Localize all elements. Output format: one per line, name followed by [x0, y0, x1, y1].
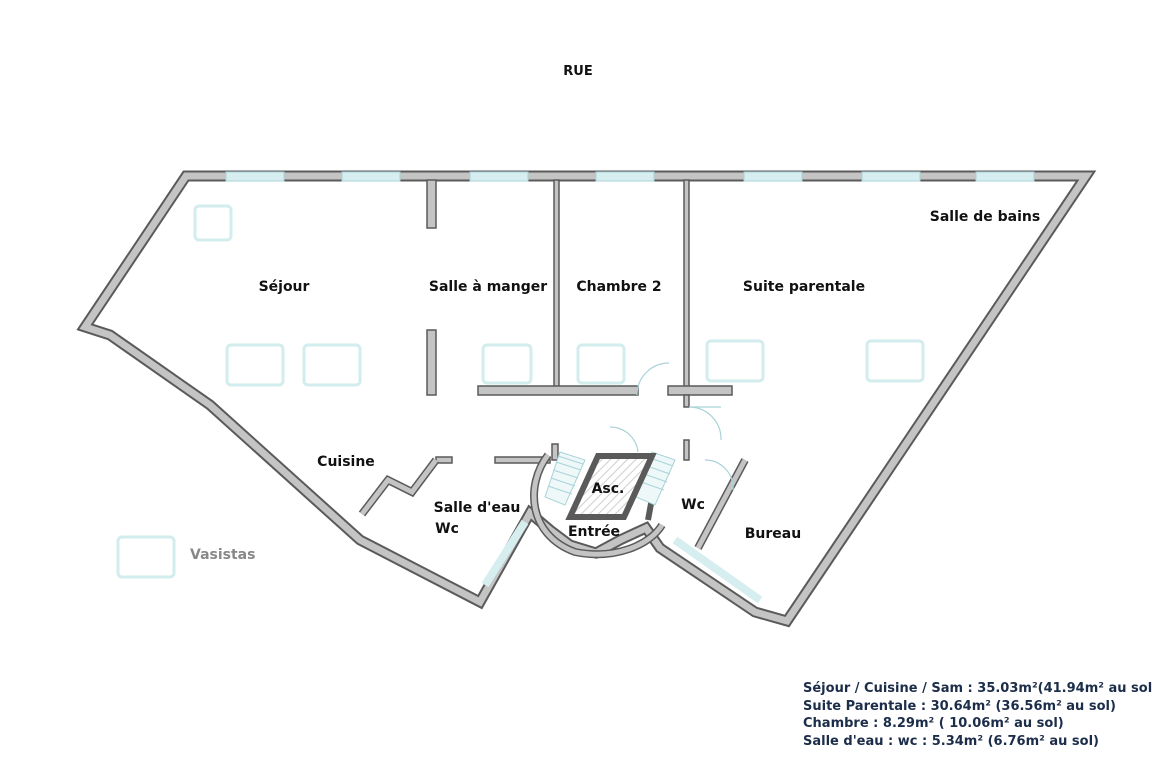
street-label: RUE — [563, 64, 592, 79]
stairs — [544, 451, 676, 506]
room-entree: Entrée — [568, 524, 620, 540]
area-line-chambre: Chambre : 8.29m² ( 10.06m² au sol) — [803, 716, 1064, 731]
area-summary: Séjour / Cuisine / Sam : 35.03m²(41.94m²… — [803, 680, 1152, 750]
room-bureau: Bureau — [745, 526, 801, 542]
room-salle-d-eau-wc: Wc — [435, 521, 459, 537]
street-windows — [225, 171, 1035, 182]
room-salle-d-eau: Salle d'eau — [434, 500, 521, 516]
rear-windows — [481, 519, 763, 604]
interior-walls — [426, 179, 733, 464]
room-cuisine: Cuisine — [317, 454, 375, 470]
area-line-suite: Suite Parentale : 30.64m² (36.56m² au so… — [803, 698, 1116, 714]
legend-vasistas: Vasistas — [190, 547, 255, 563]
room-suite-parentale: Suite parentale — [743, 279, 865, 295]
outer-wall-fill — [79, 172, 1093, 626]
room-asc: Asc. — [592, 481, 625, 497]
room-wc: Wc — [681, 497, 705, 513]
skylights — [116, 204, 925, 579]
room-salle-a-manger: Salle à manger — [429, 279, 547, 295]
door-swings — [609, 362, 734, 491]
area-line-sejour: Séjour / Cuisine / Sam : 35.03m²(41.94m²… — [803, 681, 1152, 696]
room-salle-de-bains: Salle de bains — [930, 209, 1040, 225]
elevator-shaft — [565, 453, 657, 520]
room-chambre-2: Chambre 2 — [576, 279, 661, 295]
room-sejour: Séjour — [259, 279, 310, 295]
area-line-salle-d-eau: Salle d'eau : wc : 5.34m² (6.76m² au sol… — [803, 733, 1099, 749]
